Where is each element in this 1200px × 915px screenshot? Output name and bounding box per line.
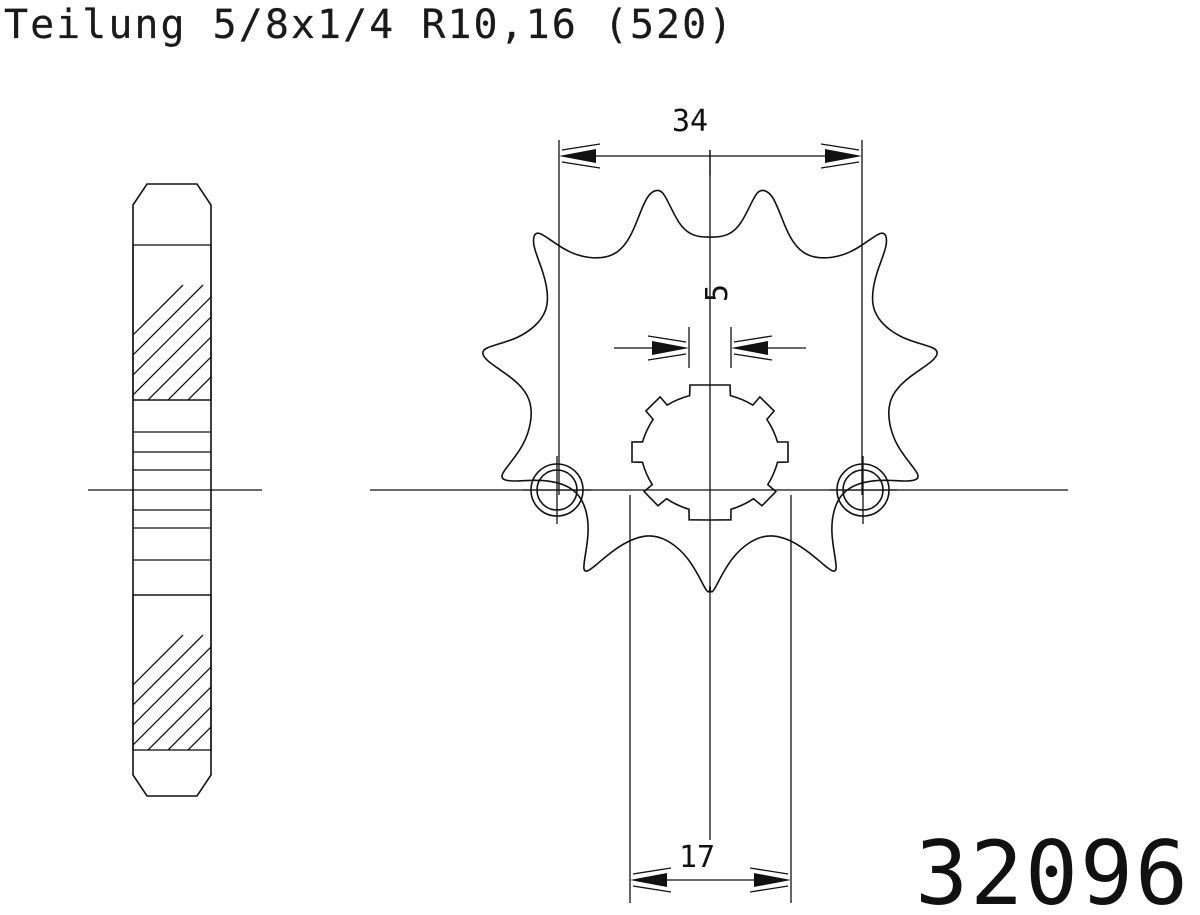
dimension-bore (629, 495, 792, 903)
dimension-outer-width (558, 140, 863, 495)
side-section-view (132, 183, 212, 797)
sprocket-teeth-outline (482, 189, 938, 593)
drawing-title: Teilung 5/8x1/4 R10,16 (520) (4, 2, 735, 48)
dimension-spline-gap (614, 327, 806, 368)
dimension-label-outer-width: 34 (672, 104, 709, 139)
bolt-hole-left (523, 456, 591, 524)
dimension-label-bore: 17 (679, 840, 716, 875)
hatch-block-bottom (132, 594, 212, 751)
splined-hub-bore (631, 384, 789, 521)
part-number-label: 32096 (915, 822, 1190, 915)
bolt-hole-right (829, 456, 897, 524)
front-sprocket-view (482, 150, 938, 840)
side-section-step-lines (133, 399, 211, 596)
hatch-block-top (132, 244, 212, 401)
